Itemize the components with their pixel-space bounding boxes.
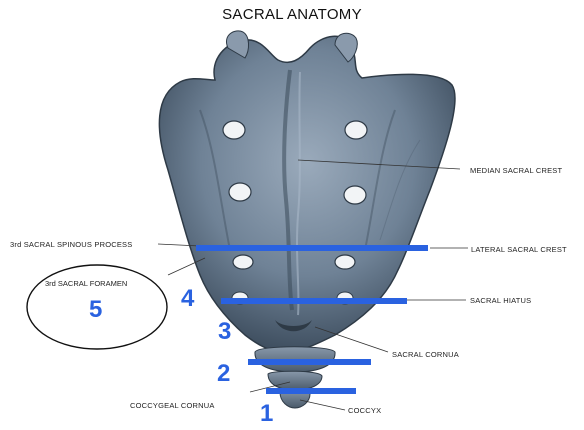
marker-4: 4 bbox=[181, 285, 194, 313]
label-third-sacral-spinous-process: 3rd SACRAL SPINOUS PROCESS bbox=[10, 240, 132, 249]
foramen-left-3 bbox=[233, 255, 253, 269]
label-third-sacral-foramen: 3rd SACRAL FORAMEN bbox=[45, 279, 127, 288]
coccyx-middle bbox=[268, 371, 322, 390]
foramen-right-1 bbox=[345, 121, 367, 139]
label-coccyx: COCCYX bbox=[348, 406, 381, 415]
label-sacral-hiatus: SACRAL HIATUS bbox=[470, 296, 531, 305]
marker-5: 5 bbox=[89, 296, 102, 324]
marker-bar-2 bbox=[248, 359, 371, 365]
foramen-right-2 bbox=[344, 186, 366, 204]
foramen-left-1 bbox=[223, 121, 245, 139]
marker-bar-4-lower bbox=[221, 298, 407, 304]
label-coccygeal-cornua: COCCYGEAL CORNUA bbox=[130, 401, 215, 410]
label-median-sacral-crest: MEDIAN SACRAL CREST bbox=[470, 166, 562, 175]
marker-2: 2 bbox=[217, 360, 230, 388]
label-sacral-cornua: SACRAL CORNUA bbox=[392, 350, 459, 359]
foramen-left-2 bbox=[229, 183, 251, 201]
label-lateral-sacral-crest: LATERAL SACRAL CREST bbox=[471, 245, 567, 254]
marker-bar-1 bbox=[266, 388, 356, 394]
sacrum-body bbox=[159, 36, 455, 352]
marker-bar-4-upper bbox=[196, 245, 428, 251]
marker-1: 1 bbox=[260, 400, 273, 428]
foramen-right-3 bbox=[335, 255, 355, 269]
marker-3: 3 bbox=[218, 318, 231, 346]
